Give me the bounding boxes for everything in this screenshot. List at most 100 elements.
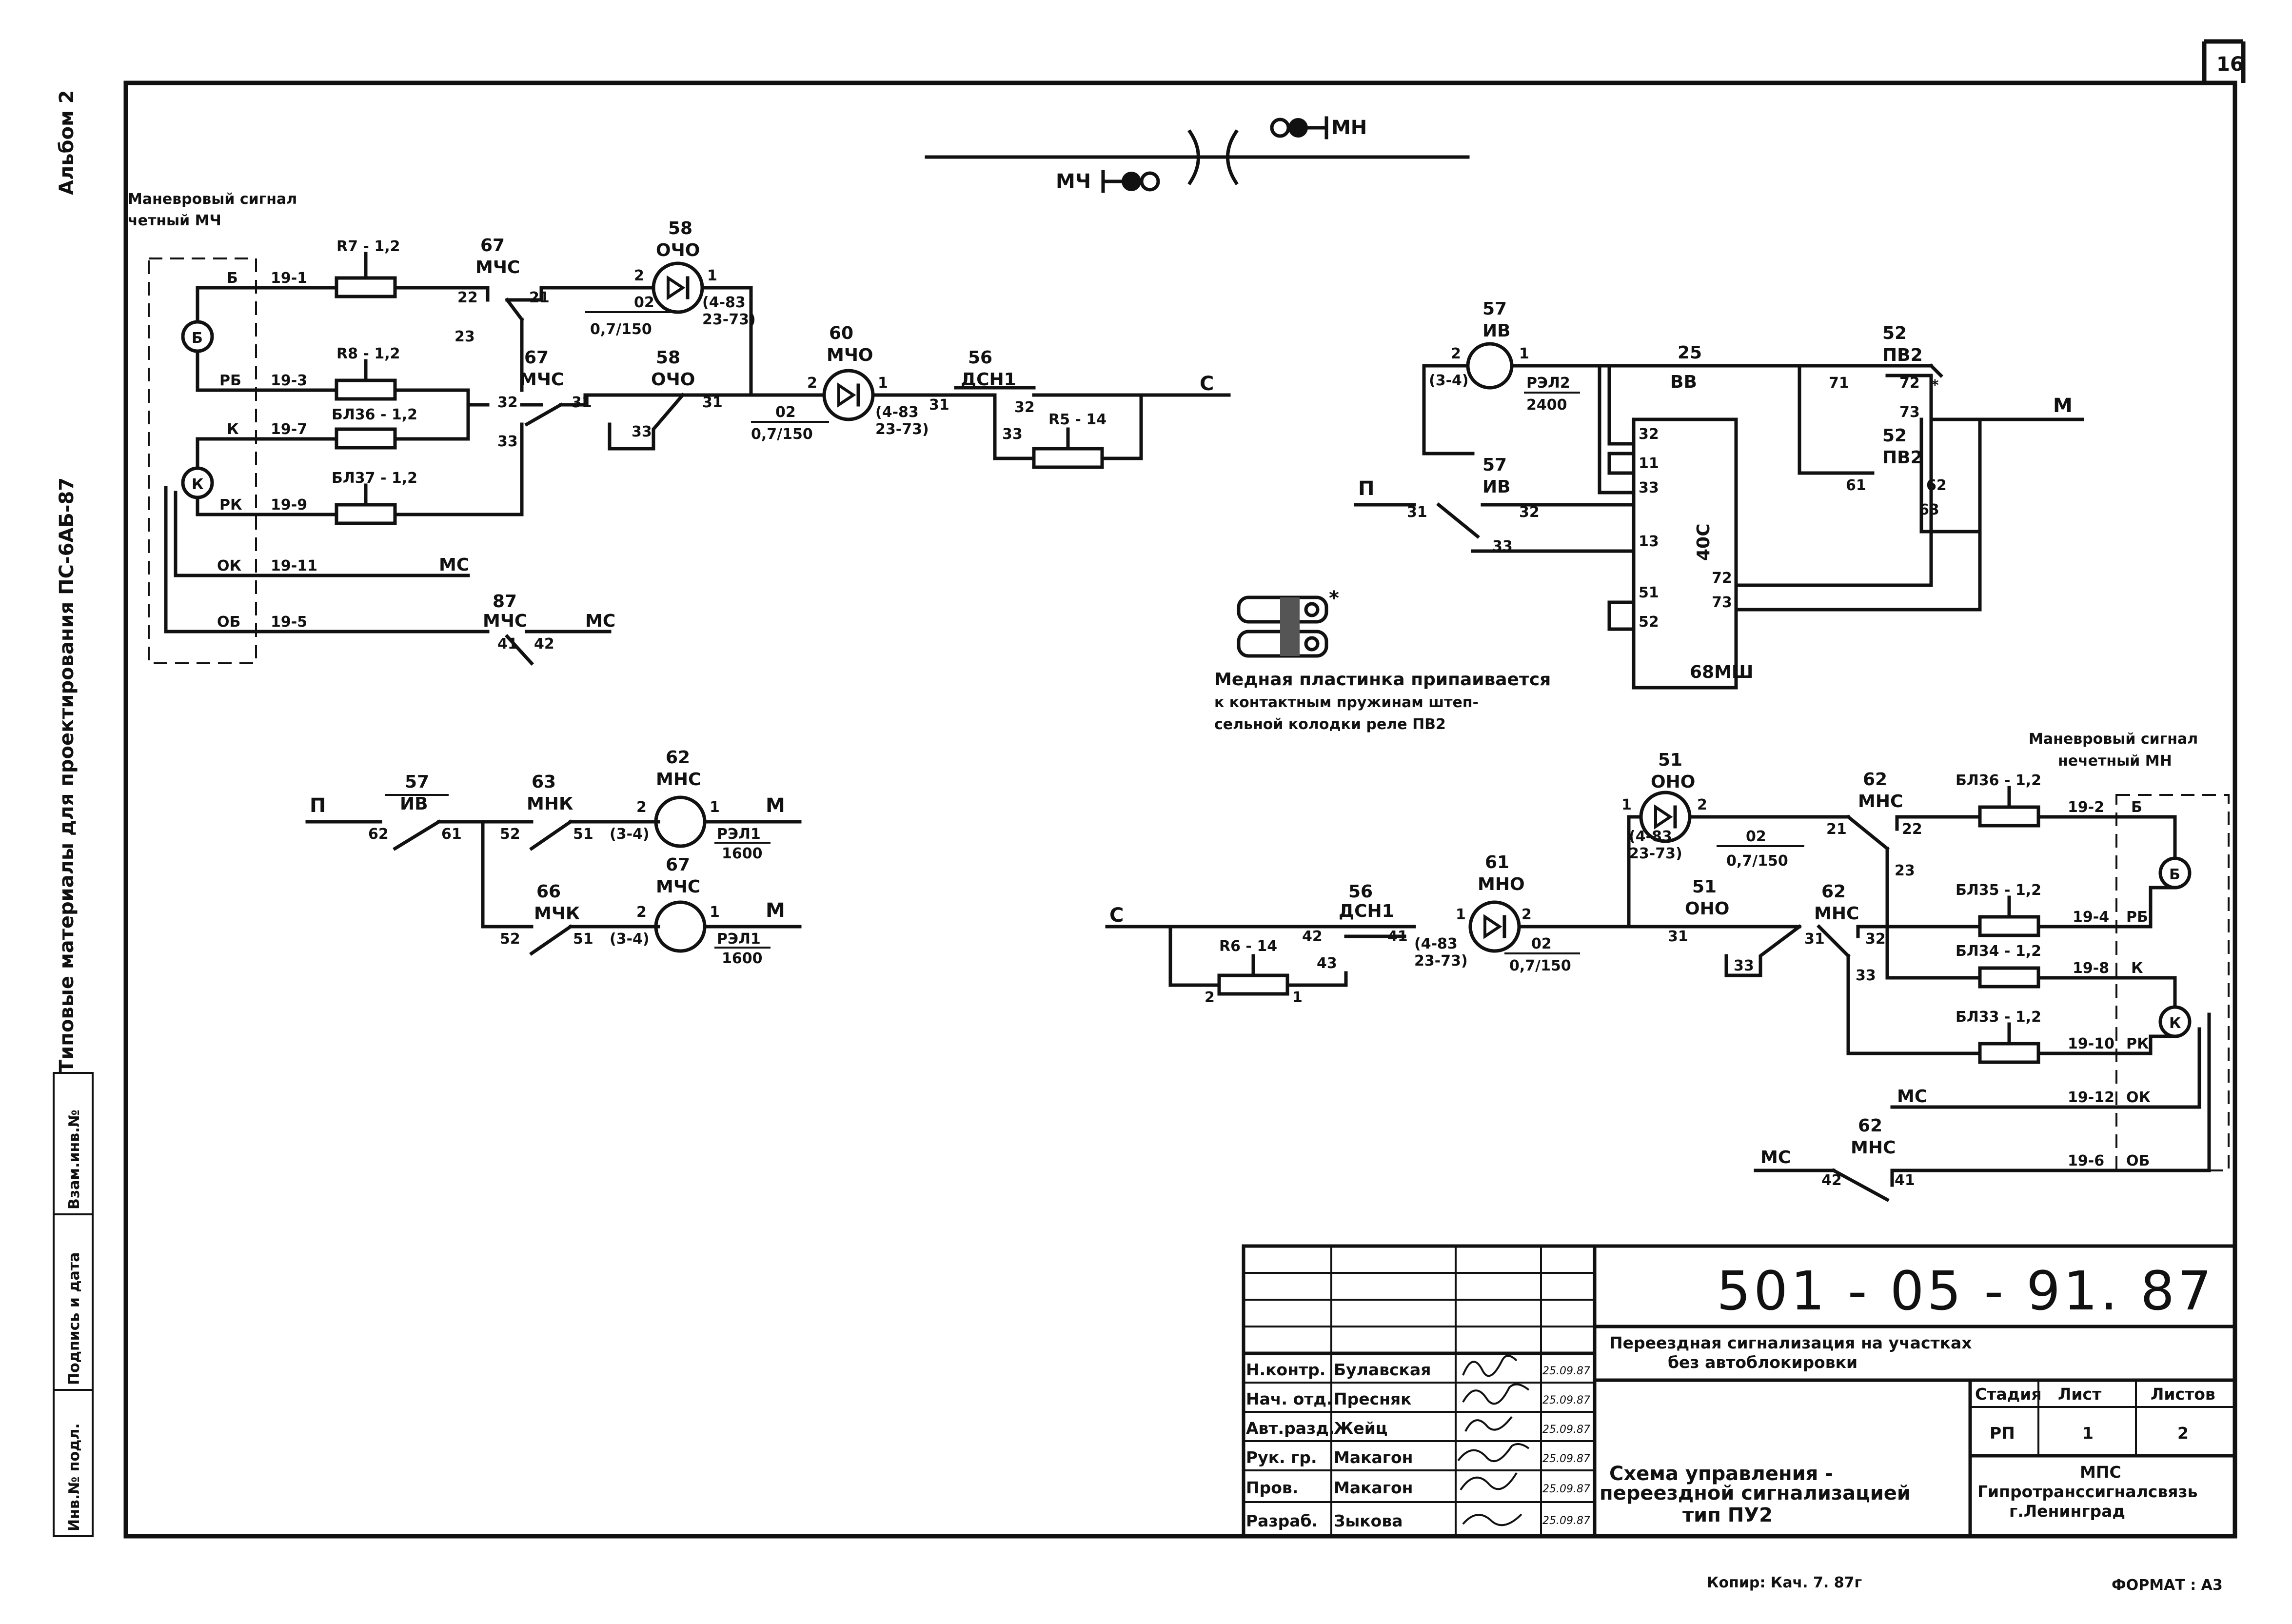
pv2-71: 71 <box>1829 375 1849 392</box>
even-ocho-1: 1 <box>707 267 717 284</box>
pv2-num: 52 <box>1882 323 1907 343</box>
odd-res-bl35: БЛ35 - 1,2 <box>1956 882 2041 899</box>
odd-wire-ok: ОК <box>2126 1089 2151 1106</box>
odd-ms-2: МС <box>1760 1148 1791 1168</box>
even-ocho-0715: 0,7/150 <box>590 321 652 338</box>
sheet-number: 16 <box>2216 53 2244 76</box>
mid-mnk-51: 51 <box>573 826 593 843</box>
even-mcho-1: 1 <box>878 375 888 392</box>
odd-mns2-31: 31 <box>1804 931 1825 948</box>
even-c21: 21 <box>529 289 550 306</box>
mid-p-label: П <box>310 794 326 817</box>
pv2-62: 62 <box>1926 477 1947 494</box>
iv-rel-val: 2400 <box>1526 396 1567 414</box>
even-wire-rb: РБ <box>219 372 241 389</box>
even-mchs2-name: МЧС <box>519 370 564 390</box>
odd-title-1: Маневровый сигнал <box>2029 731 2198 748</box>
even-title-1: Маневровый сигнал <box>128 191 297 208</box>
sheets-value: 2 <box>2177 1424 2189 1443</box>
even-signal-circuit: Маневровый сигнал четный МЧ Б К Б РБ К Р… <box>128 191 1231 666</box>
even-lamp-k: К <box>192 476 204 493</box>
row-name-2: Жейц <box>1334 1419 1387 1438</box>
mid-mchs-1: 1 <box>710 904 720 921</box>
even-ocho-name: ОЧО <box>656 240 700 260</box>
note-line-1: Медная пластинка припаивается <box>1214 670 1551 690</box>
even-mchs3-num: 87 <box>493 592 517 612</box>
even-mchs-num: 67 <box>480 236 505 256</box>
even-dsn-31: 31 <box>929 396 949 414</box>
row-role-4: Пров. <box>1246 1478 1298 1497</box>
odd-ono-02: 02 <box>1746 828 1766 845</box>
odd-dsn-42: 42 <box>1302 928 1323 945</box>
row-role-2: Авт.разд. <box>1246 1419 1335 1438</box>
mid-mchs-name: МЧС <box>656 877 700 897</box>
odd-mno-num: 61 <box>1485 852 1509 872</box>
mid-mnk-name: МНК <box>527 794 573 814</box>
mid-mns-1: 1 <box>710 799 720 816</box>
mid-mchk-num: 66 <box>536 882 561 902</box>
mid-mchs-rel1: РЭЛ1 <box>717 931 761 948</box>
iv2-31: 31 <box>1407 504 1427 521</box>
drawing-line-3: тип ПУ2 <box>1682 1504 1773 1526</box>
odd-signal-circuit: Маневровый сигнал нечетный МН Б К С R6 -… <box>1105 731 2230 1202</box>
even-lamp-b: Б <box>192 330 203 347</box>
odd-term-2: 19-2 <box>2068 799 2104 816</box>
blk-32: 32 <box>1639 426 1659 443</box>
odd-term-4: 19-4 <box>2073 909 2109 926</box>
even-mcho-02: 02 <box>775 404 796 421</box>
title-block: 501 - 05 - 91. 87 Переездная сигнализаци… <box>1242 1244 2237 1538</box>
odd-mno-483: (4-83 <box>1414 935 1458 952</box>
even-term-3: 19-3 <box>271 372 307 389</box>
odd-r6-2: 2 <box>1205 989 1215 1006</box>
odd-ono-c-num: 51 <box>1692 877 1717 897</box>
even-term-5: 19-5 <box>271 614 307 631</box>
signal-mch-label: МЧ <box>1056 170 1091 193</box>
org-line-1: МПС <box>2080 1463 2121 1482</box>
odd-mns-22: 22 <box>1902 821 1922 838</box>
odd-ono-483: (4-83 <box>1629 828 1672 845</box>
odd-lamp-k: К <box>2169 1015 2181 1032</box>
stamp-inv: Инв.№ подл. <box>66 1423 83 1531</box>
blk-11: 11 <box>1639 455 1659 472</box>
mid-mchs-34: (3-4) <box>610 931 650 948</box>
odd-c41: 41 <box>1895 1172 1915 1189</box>
odd-c-bus: С <box>1109 904 1124 927</box>
odd-res-bl36: БЛ36 - 1,2 <box>1956 772 2041 789</box>
mid-mchk-51: 51 <box>573 931 593 948</box>
mid-mchk-name: МЧК <box>534 904 580 924</box>
blk-51: 51 <box>1639 584 1659 601</box>
p-bus-label: П <box>1358 477 1374 500</box>
iv-num: 57 <box>1482 299 1507 319</box>
pv2-circuit: 57 ИВ 2 1 (3-4) РЭЛ2 2400 25 ВВ 68МШ 40С… <box>1354 299 2084 690</box>
even-wire-rk: РК <box>219 496 242 514</box>
note-star: * <box>1329 587 1339 610</box>
mid-iv-name: ИВ <box>400 794 428 814</box>
even-c42: 42 <box>534 635 554 653</box>
mid-mns-1600: 1600 <box>722 845 763 862</box>
note-line-3: сельной колодки реле ПВ2 <box>1214 716 1446 733</box>
format-label: ФОРМАТ : А3 <box>2112 1577 2223 1594</box>
iv2-33: 33 <box>1492 538 1513 555</box>
even-c34: 33 <box>632 423 652 440</box>
mid-iv-num: 57 <box>405 772 429 792</box>
m-bus-label: М <box>2053 395 2073 417</box>
iv-rel-type: (3-4) <box>1429 372 1469 389</box>
even-mchs3-name: МЧС <box>483 611 527 631</box>
pv2b-name: ПВ2 <box>1882 448 1923 468</box>
sheet-header: Лист <box>2058 1385 2101 1404</box>
even-ms2-label: МС <box>585 611 615 631</box>
even-c31: 31 <box>572 394 592 411</box>
bb-name: ВВ <box>1670 372 1697 392</box>
copper-plate-note: * Медная пластинка припаивается к контак… <box>1214 587 1551 733</box>
even-res-bl36: БЛ36 - 1,2 <box>332 406 417 423</box>
even-ocho-483: (4-83 <box>702 294 746 311</box>
odd-term-8: 19-8 <box>2073 960 2109 977</box>
even-mcho-483: (4-83 <box>875 404 919 421</box>
row-name-4: Макагон <box>1334 1478 1413 1497</box>
odd-mno-2: 2 <box>1521 906 1532 923</box>
row-role-0: Н.контр. <box>1246 1360 1325 1379</box>
odd-mns-num: 62 <box>1863 770 1887 790</box>
mid-mchs-1600: 1600 <box>722 950 763 967</box>
even-term-1: 19-1 <box>271 270 307 287</box>
odd-ono-2373: 23-73) <box>1629 845 1682 862</box>
